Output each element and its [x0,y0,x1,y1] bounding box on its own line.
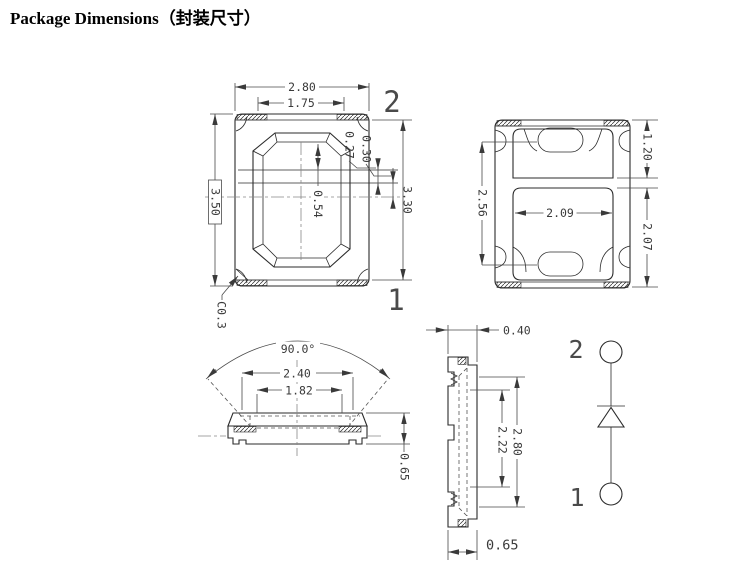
pin2-marker-label: 2 [383,85,400,119]
bottom-body-outline [494,119,631,289]
dim-inner-height: 3.30 [401,186,415,214]
dim-top-width: 2.80 [288,80,316,94]
dim-step1: 0.27 [343,131,357,159]
dim-ref-height: 3.50 [209,188,223,216]
hidden-cavity-lines [458,367,468,517]
bottom-solder-hatch [457,519,467,527]
dim-beam-angle: 90.0° [281,342,316,356]
right-side-view: 0.40 2.80 2.22 0.65 [426,324,531,560]
top-thermal-via [537,127,584,153]
circuit-wires [597,363,625,483]
top-lead-crimp [450,372,458,386]
dim-pad-offset: 0.54 [311,190,325,218]
dim-cavity-width: 1.75 [287,96,315,110]
dim-pad2-height: 2.07 [641,223,655,251]
bottom-view: 1.20 2.56 2.09 2.07 [475,119,658,289]
dim-front-height: 0.65 [398,453,412,481]
substrate-base [227,425,368,445]
dim-chamfer: C0.3 [215,301,229,329]
dim-thickness: 0.65 [486,538,519,554]
edge-metallization-hatch [496,120,629,288]
cathode-pad-waist-curves [523,128,603,152]
dim-side-length: 2.80 [511,428,525,456]
rim-miter-joints [252,132,351,268]
dim-lens-inner: 1.82 [285,384,313,398]
circuit-pin2-label: 2 [568,335,583,364]
right-lead-hatch [338,426,362,433]
package-body-outline [234,113,370,287]
side-profile-outline [447,356,478,528]
pin2-terminal [599,340,623,364]
bottom-lead-crimp [450,492,458,506]
beam-angle-arc [205,340,391,380]
pin1-terminal [599,482,623,506]
dim-pad1-height: 1.20 [641,133,655,161]
cathode-pad [512,128,614,179]
top-solder-hatch [457,357,467,365]
circuit-diagram: 2 1 [568,335,626,512]
top-view: 2.80 1.75 3.50 3.30 0.54 0.27 0.30 C0.3 … [205,80,415,329]
bottom-thermal-via [537,251,584,277]
circuit-pin1-label: 1 [569,483,584,512]
side-castellation-arcs [494,129,631,269]
page-title: Package Dimensions（封装尺寸） [10,9,261,28]
anode-pad [512,187,614,281]
diode-symbol [596,406,626,428]
hidden-cavity-lines [240,415,360,429]
dim-cavity-length: 2.22 [496,426,510,454]
dim-step2: 0.30 [360,135,374,163]
corner-castellation-arcs [235,116,369,284]
dim-pad-width: 2.09 [546,206,574,220]
front-side-view: 90.0° 2.40 1.82 0.65 [198,340,412,481]
anode-pad-waist-curves [512,246,614,273]
dim-via-pitch: 2.56 [476,189,490,217]
beam-angle-lines [207,378,389,428]
dim-tab-width: 0.40 [503,324,531,338]
left-lead-hatch [233,426,257,433]
dim-lens-outer: 2.40 [283,367,311,381]
pin1-marker-label: 1 [387,283,404,317]
